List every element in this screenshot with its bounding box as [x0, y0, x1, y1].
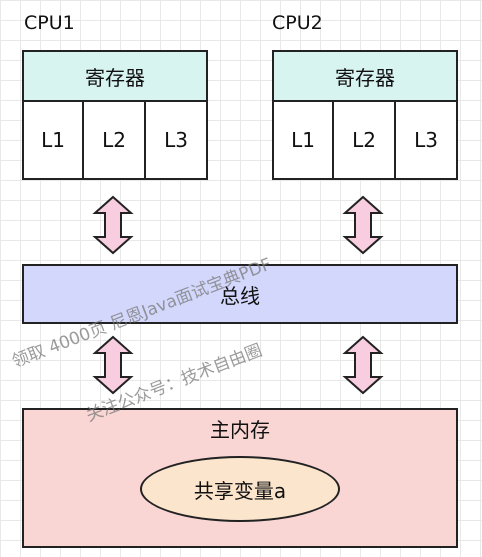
bus-memory-arrow-right [342, 335, 384, 395]
cpu1-cache-l2: L2 [82, 100, 146, 180]
main-memory-label: 主内存 [210, 418, 270, 442]
cpu2-registers: 寄存器 [272, 50, 458, 102]
shared-variable: 共享变量a [140, 456, 340, 522]
cpu2-bus-arrow [342, 195, 384, 255]
bus-memory-arrow-left [92, 335, 134, 395]
cpu2-label: CPU2 [272, 12, 323, 34]
cpu1-bus-arrow [92, 195, 134, 255]
cpu2-cache-l1: L1 [272, 100, 334, 180]
cpu1-label: CPU1 [24, 12, 75, 34]
cpu1-cache-l1: L1 [22, 100, 84, 180]
cpu2-cache-l2: L2 [332, 100, 396, 180]
cpu1-registers: 寄存器 [22, 50, 208, 102]
bus: 总线 [22, 264, 458, 324]
cpu2-cache-l3: L3 [394, 100, 458, 180]
cpu1-cache-l3: L3 [144, 100, 208, 180]
